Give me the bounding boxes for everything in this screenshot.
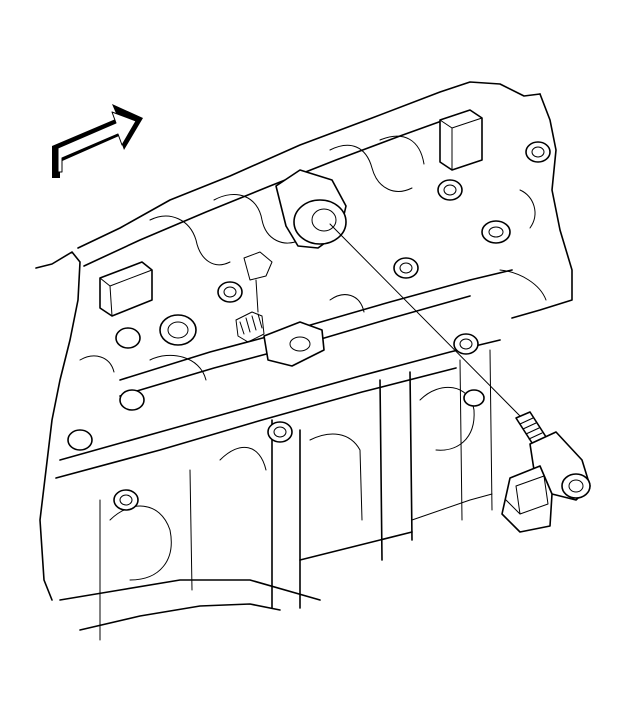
bolt bbox=[113, 333, 479, 511]
knock-sensor bbox=[501, 411, 591, 533]
leader-line bbox=[329, 223, 523, 419]
engine-block bbox=[35, 81, 573, 641]
harness-connector bbox=[235, 251, 325, 367]
direction-arrow-icon bbox=[52, 104, 143, 178]
cylinder-head-bosses bbox=[67, 109, 551, 451]
sensor-mount-boss bbox=[275, 169, 347, 249]
